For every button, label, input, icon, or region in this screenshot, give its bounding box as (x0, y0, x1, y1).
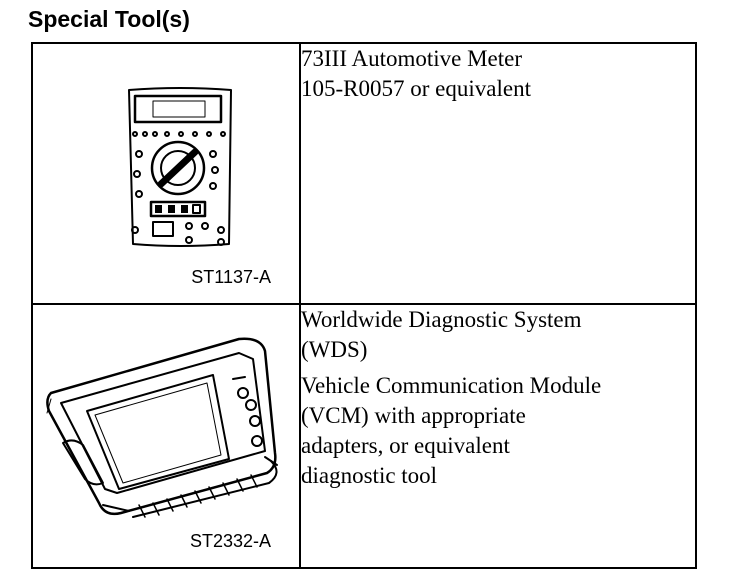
image-caption: ST1137-A (191, 267, 271, 287)
description-line: Vehicle Communication Module (301, 373, 602, 398)
table-row: ST1137-A 73III Automotive Meter 105-R005… (31, 42, 697, 305)
description-line: (VCM) with appropriate (301, 403, 526, 428)
description-line: 73III Automotive Meter (301, 46, 523, 71)
description-paragraph: Worldwide Diagnostic System (WDS) (301, 305, 695, 365)
tool-image-cell: ST2332-A (31, 303, 301, 569)
description-line: Worldwide Diagnostic System (301, 307, 582, 332)
special-tools-table: ST1137-A 73III Automotive Meter 105-R005… (31, 42, 697, 569)
page-title: Special Tool(s) (28, 6, 190, 32)
tool-description-cell: 73III Automotive Meter 105-R0057 or equi… (299, 42, 697, 305)
diagnostic-tablet-icon (46, 337, 278, 518)
tool-image-cell: ST1137-A (31, 42, 301, 305)
digital-multimeter-icon (128, 87, 232, 247)
description-line: adapters, or equivalent (301, 433, 510, 458)
description-paragraph: Vehicle Communication Module (VCM) with … (301, 371, 695, 491)
image-caption: ST2332-A (189, 531, 271, 551)
description-line: 105-R0057 or equivalent (301, 76, 531, 101)
description-line: (WDS) (301, 337, 368, 362)
description-paragraph: 73III Automotive Meter 105-R0057 or equi… (301, 44, 695, 104)
description-line: diagnostic tool (301, 463, 438, 488)
table-row: ST2332-A Worldwide Diagnostic System (WD… (31, 303, 697, 569)
tool-description-cell: Worldwide Diagnostic System (WDS) Vehicl… (299, 303, 697, 569)
